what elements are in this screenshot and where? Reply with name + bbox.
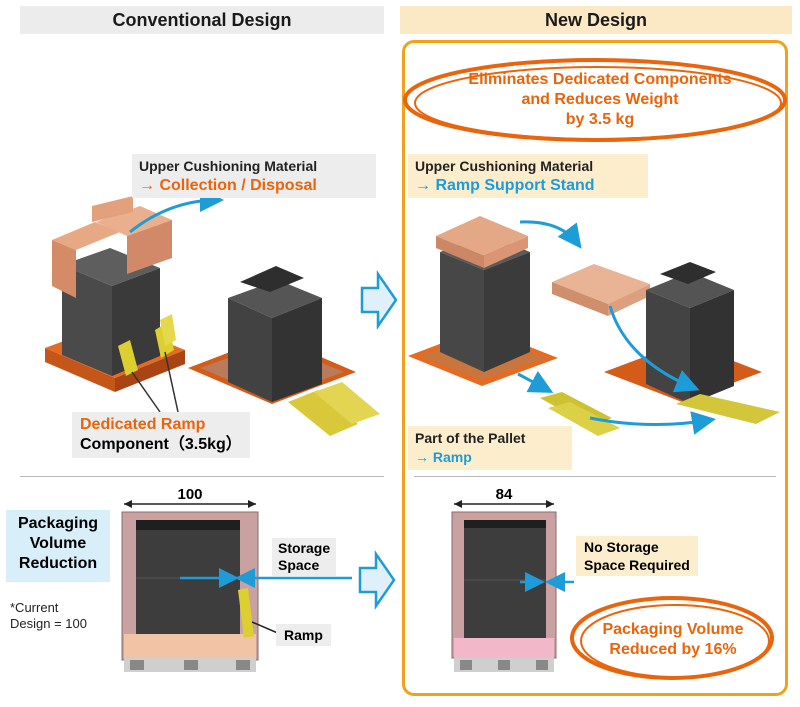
conventional-width-dimension	[124, 500, 256, 508]
pallet-arrow	[517, 370, 554, 393]
conventional-cushion-label: Upper Cushioning Material → Collection /…	[132, 154, 376, 198]
storage-space-line-1: Storage	[278, 540, 331, 556]
no-storage-line-1: No Storage	[584, 539, 659, 555]
result-ellipse	[570, 596, 774, 680]
conventional-unpacked-printer	[188, 266, 380, 436]
ramp-support-stand	[552, 264, 650, 316]
disposal-arrow	[129, 188, 224, 234]
ramp-leader	[251, 621, 281, 635]
highlight-text: Eliminates Dedicated Components and Redu…	[430, 70, 770, 130]
pallet-ramp-fate: → Ramp	[415, 449, 472, 465]
highlight-line-3: by 3.5 kg	[565, 111, 635, 128]
transition-arrow-bottom	[358, 549, 396, 611]
pallet-ramp-label: Part of the Pallet → Ramp	[408, 426, 572, 470]
new-cushion-fate: → Ramp Support Stand	[415, 177, 595, 194]
dedicated-ramp-label: Dedicated Ramp Component（3.5kg）	[72, 412, 250, 458]
transition-arrow-top	[360, 269, 398, 331]
note-line-2: Design = 100	[10, 616, 87, 631]
ramp-label: Ramp	[276, 624, 331, 646]
section-divider-right	[414, 476, 776, 477]
conventional-box-cross-section	[121, 511, 259, 672]
highlight-line-2: and Reduces Weight	[521, 91, 679, 108]
note-line-1: *Current	[10, 600, 59, 615]
storage-space-label: Storage Space	[272, 538, 337, 576]
packaging-volume-title: Packaging Volume Reduction	[6, 510, 110, 582]
new-design-header: New Design	[400, 6, 792, 34]
section-divider-left	[20, 476, 384, 477]
result-line-2: Reduced by 16%	[609, 641, 737, 658]
result-line-1: Packaging Volume	[602, 621, 744, 638]
new-design-frame	[402, 40, 788, 696]
current-design-note: *Current Design = 100	[10, 600, 87, 632]
new-cushion-title: Upper Cushioning Material	[415, 158, 594, 174]
dedicated-ramp-line-1: Dedicated Ramp	[80, 416, 206, 433]
dedicated-ramp-line-2-text: Component（3.5kg）	[80, 436, 242, 453]
no-storage-label: No Storage Space Required	[576, 536, 698, 576]
result-text: Packaging Volume Reduced by 16%	[580, 620, 766, 660]
stand-arrow	[519, 220, 582, 249]
conventional-design-header: Conventional Design	[20, 6, 384, 34]
packaging-volume-line-3: Reduction	[18, 555, 98, 572]
stand-to-ramp-arrow	[608, 305, 700, 393]
packaging-volume-line-2: Volume	[29, 535, 87, 552]
conventional-width-label: 100	[177, 486, 203, 503]
new-width-label: 84	[495, 486, 513, 503]
storage-space-line-2: Space	[278, 557, 320, 573]
highlight-line-1: Eliminates Dedicated Components	[468, 71, 732, 88]
new-width-dimension	[454, 500, 554, 508]
packaging-volume-line-1: Packaging	[17, 515, 99, 532]
no-storage-line-2: Space Required	[584, 557, 690, 573]
conventional-packed-printer	[45, 196, 185, 413]
pallet-ramp-title: Part of the Pallet	[415, 430, 526, 446]
new-cushion-label: Upper Cushioning Material → Ramp Support…	[408, 154, 648, 198]
conventional-cushion-title: Upper Cushioning Material	[139, 158, 318, 174]
conventional-cushion-fate: → Collection / Disposal	[139, 177, 317, 194]
highlight-ellipse	[403, 58, 787, 142]
new-packed-printer	[408, 216, 558, 386]
new-box-cross-section	[451, 511, 557, 672]
ramp-placement-arrow	[589, 411, 716, 435]
dedicated-ramp-line-2: Component（3.5kg）	[80, 435, 242, 455]
